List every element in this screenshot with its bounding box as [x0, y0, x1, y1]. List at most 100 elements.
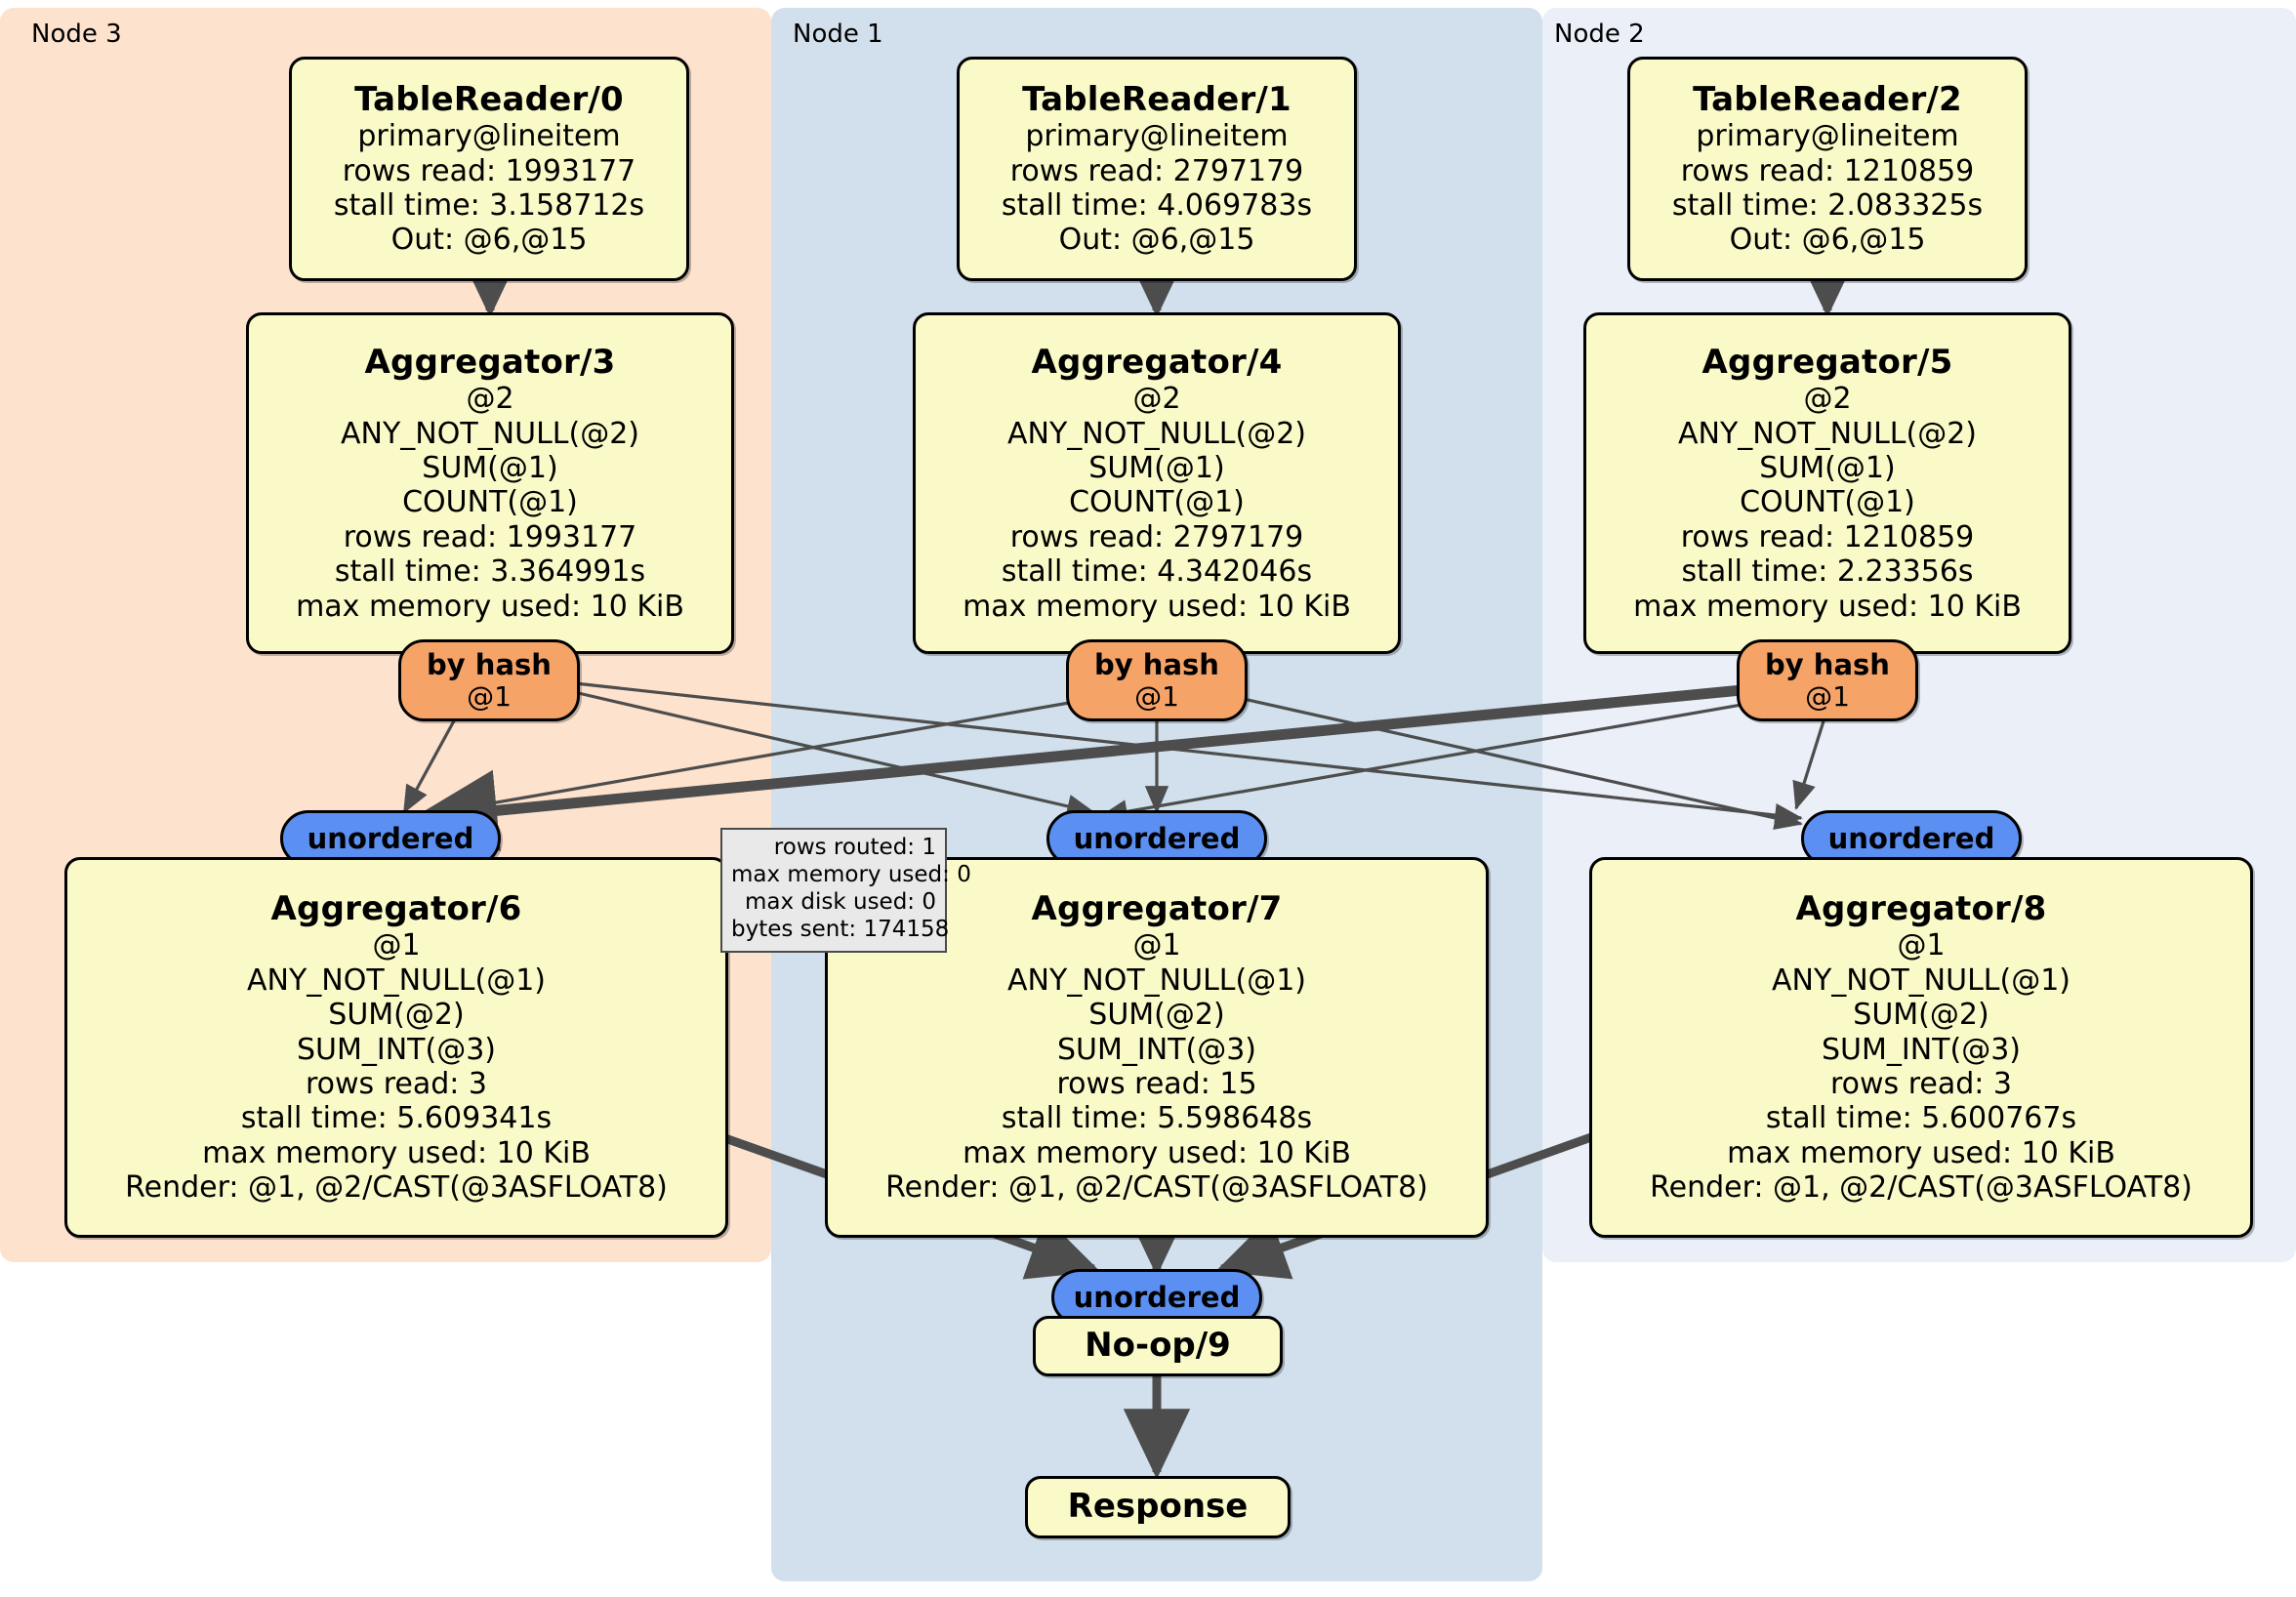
operator-title: Aggregator/7	[1031, 889, 1283, 929]
operator-detail-line: @2	[466, 382, 514, 417]
operator-aggregator-3[interactable]: Aggregator/3 @2 ANY_NOT_NULL(@2) SUM(@1)…	[246, 312, 734, 654]
operator-detail-line: @2	[1803, 382, 1852, 417]
router-title: by hash	[427, 648, 552, 682]
operator-detail-line: max memory used: 10 KiB	[202, 1135, 591, 1170]
operator-detail-line: @1	[1132, 928, 1181, 963]
operator-detail-line: Render: @1, @2/CAST(@3ASFLOAT8)	[125, 1170, 668, 1206]
operator-detail-line: ANY_NOT_NULL(@2)	[1007, 416, 1306, 451]
operator-detail-line: SUM(@1)	[422, 450, 558, 485]
operator-tablereader-0[interactable]: TableReader/0 primary@lineitem rows read…	[289, 57, 689, 281]
operator-detail-line: max memory used: 10 KiB	[1727, 1135, 2115, 1170]
operator-title: Aggregator/8	[1795, 889, 2047, 929]
tooltip-line: max memory used: 0	[731, 862, 971, 888]
router-by-hash-node3[interactable]: by hash @1	[398, 639, 580, 721]
operator-title: TableReader/2	[1693, 80, 1962, 120]
operator-detail-line: primary@lineitem	[1696, 119, 1959, 154]
operator-detail-line: max memory used: 10 KiB	[296, 589, 684, 624]
operator-detail-line: SUM_INT(@3)	[1057, 1032, 1256, 1067]
router-by-hash-node1[interactable]: by hash @1	[1066, 639, 1248, 721]
operator-detail-line: ANY_NOT_NULL(@2)	[1678, 416, 1977, 451]
operator-detail-line: COUNT(@1)	[402, 485, 578, 520]
operator-tablereader-1[interactable]: TableReader/1 primary@lineitem rows read…	[957, 57, 1357, 281]
operator-detail-line: max memory used: 10 KiB	[963, 589, 1351, 624]
operator-detail-line: stall time: 4.342046s	[1001, 554, 1313, 590]
stream-label: unordered	[307, 821, 474, 855]
operator-title: No-op/9	[1085, 1326, 1231, 1366]
operator-aggregator-8[interactable]: Aggregator/8 @1 ANY_NOT_NULL(@1) SUM(@2)…	[1589, 857, 2253, 1238]
operator-title: Response	[1067, 1487, 1249, 1527]
router-subtitle: @1	[467, 679, 512, 713]
operator-detail-line: stall time: 2.23356s	[1681, 554, 1974, 590]
operator-detail-line: Render: @1, @2/CAST(@3ASFLOAT8)	[1650, 1170, 2193, 1206]
operator-aggregator-6[interactable]: Aggregator/6 @1 ANY_NOT_NULL(@1) SUM(@2)…	[64, 857, 728, 1238]
operator-detail-line: stall time: 3.158712s	[333, 188, 645, 224]
operator-detail-line: stall time: 4.069783s	[1001, 188, 1313, 224]
operator-detail-line: SUM_INT(@3)	[1822, 1032, 2021, 1067]
operator-detail-line: COUNT(@1)	[1069, 485, 1245, 520]
operator-title: Aggregator/4	[1031, 343, 1283, 383]
operator-detail-line: stall time: 5.600767s	[1765, 1101, 2077, 1136]
operator-detail-line: rows read: 1993177	[342, 153, 636, 188]
operator-detail-line: stall time: 3.364991s	[334, 554, 646, 590]
operator-detail-line: max memory used: 10 KiB	[963, 1135, 1351, 1170]
cluster-label-node3: Node 3	[31, 20, 122, 49]
tooltip-line: bytes sent: 174158	[731, 917, 950, 943]
operator-detail-line: primary@lineitem	[1025, 119, 1289, 154]
operator-detail-line: ANY_NOT_NULL(@1)	[1007, 962, 1306, 998]
operator-detail-line: rows read: 3	[1829, 1067, 2013, 1102]
operator-detail-line: stall time: 5.598648s	[1001, 1101, 1313, 1136]
operator-detail-line: Out: @6,@15	[1729, 223, 1926, 258]
operator-detail-line: primary@lineitem	[357, 119, 621, 154]
cluster-label-node2: Node 2	[1554, 20, 1645, 49]
stream-stats-tooltip: rows routed: 1 max memory used: 0 max di…	[720, 828, 971, 953]
operator-detail-line: @2	[1132, 382, 1181, 417]
operator-response[interactable]: Response	[1025, 1476, 1291, 1538]
operator-title: Aggregator/3	[364, 343, 616, 383]
operator-detail-line: SUM(@2)	[1088, 998, 1225, 1033]
router-subtitle: @1	[1134, 679, 1179, 713]
operator-detail-line: ANY_NOT_NULL(@2)	[341, 416, 639, 451]
operator-detail-line: ANY_NOT_NULL(@1)	[1772, 962, 2070, 998]
operator-detail-line: ANY_NOT_NULL(@1)	[247, 962, 546, 998]
operator-title: Aggregator/6	[270, 889, 522, 929]
stream-label: unordered	[1073, 821, 1241, 855]
operator-detail-line: SUM_INT(@3)	[297, 1032, 496, 1067]
tooltip-line: max disk used: 0	[744, 889, 936, 916]
operator-detail-line: Out: @6,@15	[1058, 223, 1255, 258]
operator-detail-line: Render: @1, @2/CAST(@3ASFLOAT8)	[885, 1170, 1428, 1206]
cluster-label-node1: Node 1	[793, 20, 883, 49]
operator-detail-line: @1	[372, 928, 421, 963]
tooltip-line: rows routed: 1	[773, 835, 936, 860]
operator-detail-line: rows read: 1210859	[1680, 153, 1975, 188]
operator-aggregator-7[interactable]: Aggregator/7 @1 ANY_NOT_NULL(@1) SUM(@2)…	[825, 857, 1489, 1238]
operator-detail-line: SUM(@1)	[1759, 450, 1896, 485]
operator-detail-line: SUM(@1)	[1088, 450, 1225, 485]
operator-detail-line: SUM(@2)	[1853, 998, 1989, 1033]
operator-detail-line: rows read: 3	[305, 1067, 488, 1102]
operator-detail-line: stall time: 2.083325s	[1671, 188, 1984, 224]
operator-aggregator-4[interactable]: Aggregator/4 @2 ANY_NOT_NULL(@2) SUM(@1)…	[913, 312, 1401, 654]
stream-label: unordered	[1827, 821, 1995, 855]
router-by-hash-node2[interactable]: by hash @1	[1737, 639, 1918, 721]
operator-title: TableReader/1	[1022, 80, 1292, 120]
operator-detail-line: rows read: 15	[1056, 1067, 1257, 1102]
stream-label: unordered	[1073, 1280, 1241, 1314]
router-title: by hash	[1765, 648, 1890, 682]
operator-detail-line: rows read: 2797179	[1009, 153, 1304, 188]
operator-aggregator-5[interactable]: Aggregator/5 @2 ANY_NOT_NULL(@2) SUM(@1)…	[1583, 312, 2071, 654]
operator-detail-line: rows read: 1210859	[1680, 519, 1975, 554]
operator-tablereader-2[interactable]: TableReader/2 primary@lineitem rows read…	[1627, 57, 2028, 281]
operator-noop-9[interactable]: No-op/9	[1033, 1316, 1283, 1376]
operator-detail-line: SUM(@2)	[328, 998, 465, 1033]
operator-detail-line: stall time: 5.609341s	[240, 1101, 553, 1136]
router-title: by hash	[1094, 648, 1219, 682]
stream-unordered-node2[interactable]: unordered	[1801, 810, 2022, 867]
operator-detail-line: COUNT(@1)	[1740, 485, 1915, 520]
router-subtitle: @1	[1805, 679, 1850, 713]
operator-detail-line: rows read: 2797179	[1009, 519, 1304, 554]
operator-title: TableReader/0	[354, 80, 624, 120]
operator-detail-line: max memory used: 10 KiB	[1633, 589, 2022, 624]
operator-detail-line: Out: @6,@15	[390, 223, 588, 258]
operator-detail-line: @1	[1897, 928, 1946, 963]
